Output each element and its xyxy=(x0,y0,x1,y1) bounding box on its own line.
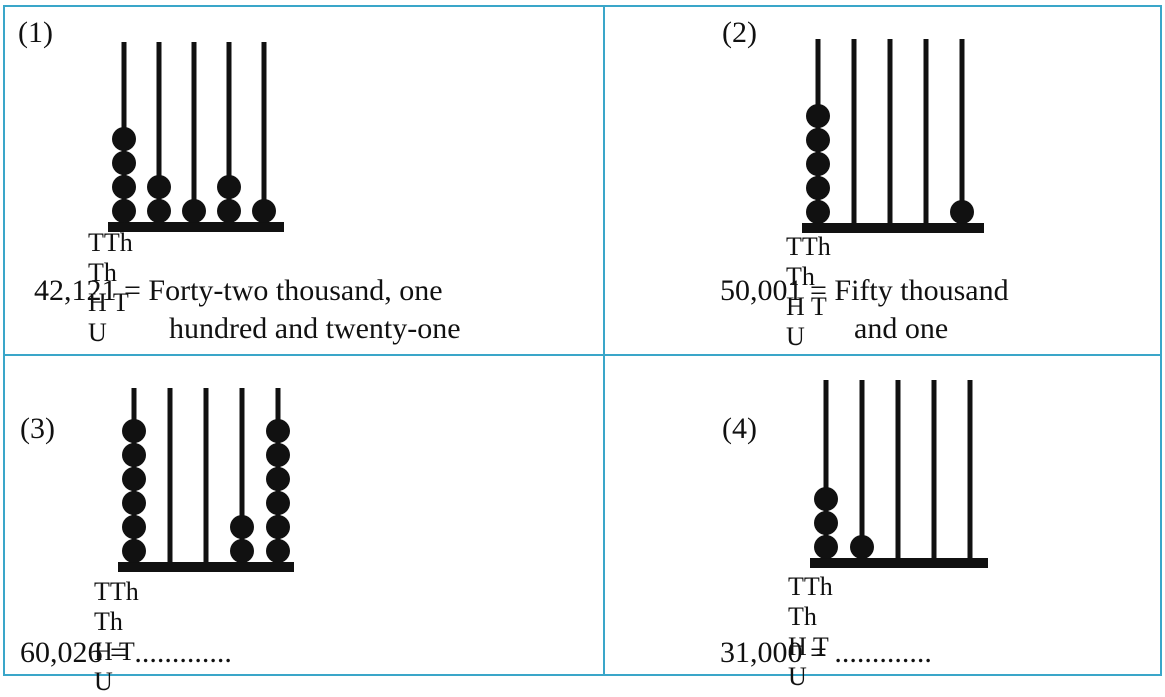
caption-line-2: and one xyxy=(854,312,949,345)
abacus-base xyxy=(108,222,284,232)
abacus-bead xyxy=(806,128,830,152)
abacus-rod-t xyxy=(239,388,245,562)
abacus-rod-tth xyxy=(823,380,829,558)
caption-line-1: 50,001 = Fifty thousand xyxy=(720,274,1009,307)
abacus-bead xyxy=(266,467,290,491)
abacus-bead xyxy=(266,491,290,515)
abacus-column-labels: TTh Th H T U xyxy=(788,572,833,692)
abacus-rod-u xyxy=(261,42,267,222)
abacus-base xyxy=(810,558,988,568)
abacus-rod-h xyxy=(203,388,209,562)
abacus-bead xyxy=(122,443,146,467)
abacus-bead xyxy=(112,199,136,223)
abacus-bead xyxy=(814,511,838,535)
abacus-bead xyxy=(112,151,136,175)
label-tth: TTh xyxy=(786,232,831,261)
caption-line-1: 60,026 = ............. xyxy=(20,636,232,669)
abacus-bead xyxy=(122,467,146,491)
panel-number: (4) xyxy=(722,412,757,445)
label-th: Th xyxy=(94,607,123,636)
abacus-rod-t xyxy=(923,39,929,223)
abacus-base xyxy=(802,223,984,233)
abacus-column-labels: TTh Th H T U xyxy=(786,232,831,352)
abacus-bead xyxy=(252,199,276,223)
abacus-bead xyxy=(122,491,146,515)
abacus-bead xyxy=(182,199,206,223)
abacus-rod-t xyxy=(931,380,937,558)
abacus-bead xyxy=(806,104,830,128)
abacus-bead xyxy=(806,152,830,176)
abacus-rod-th xyxy=(859,380,865,558)
label-t: T xyxy=(812,632,829,661)
label-t: T xyxy=(810,292,827,321)
abacus-bead xyxy=(814,487,838,511)
abacus-column-labels: TTh Th H T U xyxy=(88,228,133,348)
label-u: U xyxy=(786,322,805,351)
abacus-bead xyxy=(814,535,838,559)
abacus-bead xyxy=(266,419,290,443)
label-t: T xyxy=(118,637,135,666)
abacus-bead xyxy=(806,200,830,224)
abacus-base xyxy=(118,562,294,572)
abacus-bead xyxy=(230,515,254,539)
caption: 60,026 = ............. xyxy=(20,634,232,672)
abacus-rod-th xyxy=(156,42,162,222)
abacus xyxy=(118,388,294,572)
abacus-bead xyxy=(112,127,136,151)
abacus-bead xyxy=(217,175,241,199)
caption-line-2: hundred and twenty-one xyxy=(169,312,461,345)
caption: 42,121 = Forty-two thousand, one hundred… xyxy=(34,272,461,348)
label-h: H xyxy=(788,632,807,661)
label-th: Th xyxy=(786,262,815,291)
abacus-bead xyxy=(217,199,241,223)
abacus-bead xyxy=(122,419,146,443)
abacus-bead xyxy=(230,539,254,563)
abacus-bead xyxy=(950,200,974,224)
abacus-rod-h xyxy=(895,380,901,558)
abacus-rod-th xyxy=(851,39,857,223)
label-h: H xyxy=(94,637,113,666)
abacus-bead xyxy=(122,515,146,539)
panel-number: (2) xyxy=(722,16,757,49)
label-th: Th xyxy=(88,258,117,287)
abacus-bead xyxy=(266,539,290,563)
label-tth: TTh xyxy=(94,577,139,606)
abacus-rod-u xyxy=(967,380,973,558)
abacus-bead xyxy=(850,535,874,559)
abacus-rod-h xyxy=(191,42,197,222)
caption-line-1: 42,121 = Forty-two thousand, one xyxy=(34,274,443,307)
abacus xyxy=(810,380,988,568)
abacus-bead xyxy=(112,175,136,199)
table-grid xyxy=(3,5,1162,676)
label-u: U xyxy=(88,318,107,347)
abacus-bead xyxy=(266,515,290,539)
caption: 50,001 = Fifty thousand and one xyxy=(720,272,1009,348)
abacus xyxy=(802,39,984,233)
label-tth: TTh xyxy=(788,572,833,601)
caption: 31,000 = ............. xyxy=(720,634,932,672)
caption-line-1: 31,000 = ............. xyxy=(720,636,932,669)
abacus-bead xyxy=(147,199,171,223)
label-t: T xyxy=(112,288,129,317)
abacus-rod-h xyxy=(887,39,893,223)
abacus-rod-u xyxy=(959,39,965,223)
label-h: H xyxy=(88,288,107,317)
abacus-bead xyxy=(266,443,290,467)
abacus-bead xyxy=(147,175,171,199)
panel-number: (3) xyxy=(20,412,55,445)
label-th: Th xyxy=(788,602,817,631)
abacus-rod-th xyxy=(167,388,173,562)
abacus-bead xyxy=(806,176,830,200)
abacus-rod-t xyxy=(226,42,232,222)
panel-number: (1) xyxy=(18,16,53,49)
abacus xyxy=(108,42,284,232)
label-h: H xyxy=(786,292,805,321)
abacus-bead xyxy=(122,539,146,563)
label-tth: TTh xyxy=(88,228,133,257)
